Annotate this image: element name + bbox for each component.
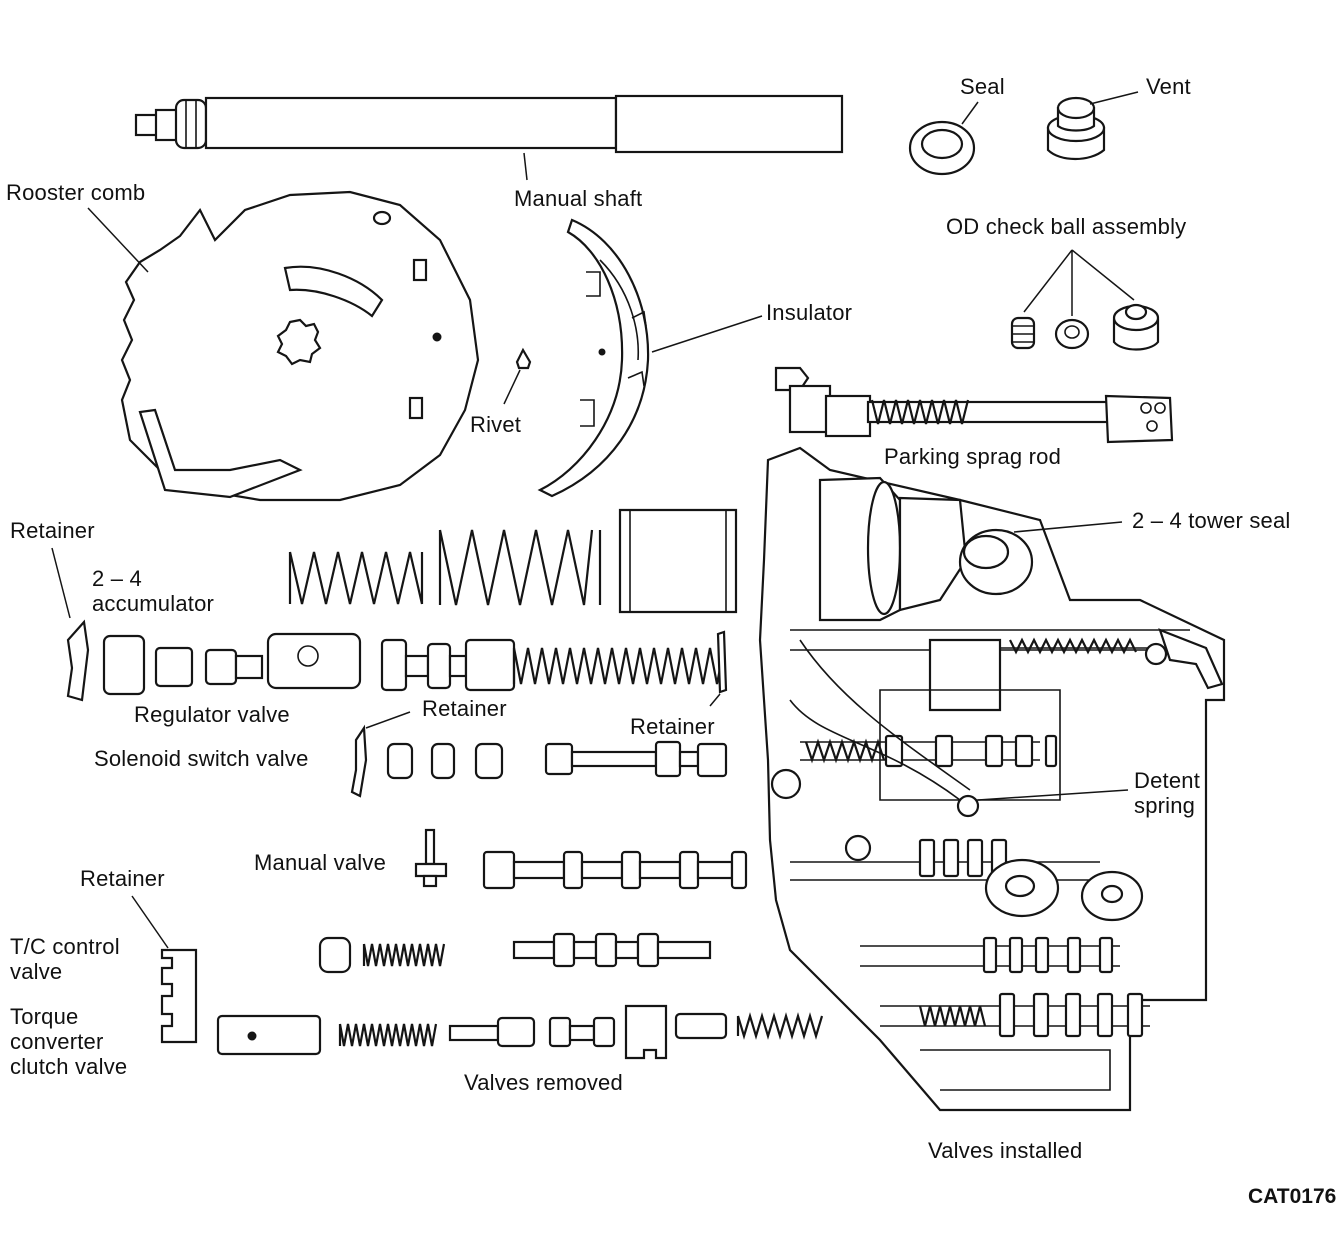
retainer-left xyxy=(66,619,90,702)
regulator-valve-row xyxy=(102,630,728,696)
label-parking-sprag-rod: Parking sprag rod xyxy=(884,444,1062,469)
torque-converter-clutch-valve-row xyxy=(216,1004,824,1060)
accumulator-springs xyxy=(288,508,738,614)
seal xyxy=(908,120,976,176)
label-tc-control-valve: T/C control valve xyxy=(10,934,120,984)
label-manual-valve: Manual valve xyxy=(254,850,387,875)
label-valves-installed: Valves installed xyxy=(928,1138,1083,1163)
label-seal: Seal xyxy=(960,74,1005,99)
label-rivet: Rivet xyxy=(470,412,522,437)
label-accumulator: 2 – 4 accumulator xyxy=(92,566,215,616)
label-retainer-2: Retainer xyxy=(422,696,507,721)
label-valves-removed: Valves removed xyxy=(464,1070,623,1095)
manual-valve-row xyxy=(414,828,748,890)
label-retainer-1: Retainer xyxy=(10,518,95,543)
parking-sprag-rod xyxy=(774,366,1174,444)
label-vent: Vent xyxy=(1146,74,1191,99)
valve-body-installed xyxy=(758,446,1226,1112)
label-detent-spring: Detent spring xyxy=(1134,768,1201,818)
rooster-comb xyxy=(120,190,480,502)
rivet xyxy=(515,347,532,370)
label-retainer-3: Retainer xyxy=(630,714,715,739)
label-manual-shaft: Manual shaft xyxy=(514,186,643,211)
solenoid-switch-valve-row xyxy=(350,724,728,798)
od-check-ball-assembly xyxy=(1010,303,1160,351)
label-rooster-comb: Rooster comb xyxy=(6,180,146,205)
label-regulator-valve: Regulator valve xyxy=(134,702,290,727)
label-retainer-4: Retainer xyxy=(80,866,165,891)
label-solenoid-switch-valve: Solenoid switch valve xyxy=(94,746,309,771)
label-tower-seal: 2 – 4 tower seal xyxy=(1132,508,1291,533)
label-torque-converter-clutch-valve: Torque converter clutch valve xyxy=(10,1004,128,1079)
vent xyxy=(1046,96,1106,160)
tc-control-valve-row xyxy=(160,932,712,1044)
label-od-check-ball: OD check ball assembly xyxy=(946,214,1187,239)
label-insulator: Insulator xyxy=(766,300,853,325)
figure-code: CAT0176 xyxy=(1248,1185,1337,1208)
manual-shaft xyxy=(134,94,844,154)
insulator xyxy=(537,218,650,498)
